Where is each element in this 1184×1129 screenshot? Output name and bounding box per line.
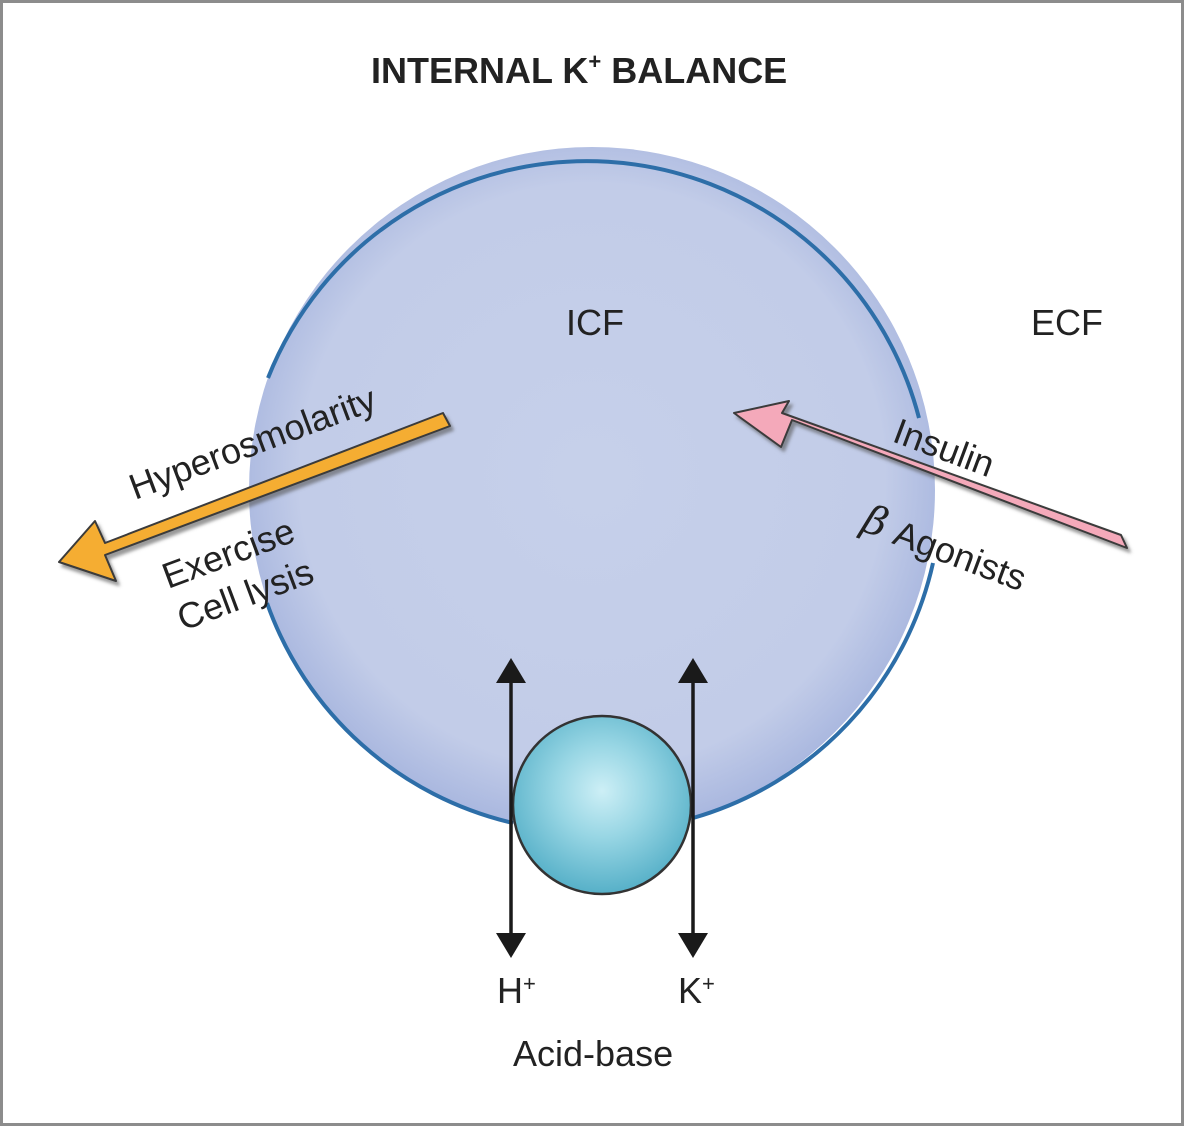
cell-membrane-right bbox=[692, 562, 935, 820]
icf-label: ICF bbox=[566, 302, 624, 343]
exchanger-sphere bbox=[511, 714, 693, 896]
k-arrow-head-down bbox=[678, 933, 708, 958]
k-ion-label: K+ bbox=[678, 970, 715, 1011]
ecf-label: ECF bbox=[1031, 302, 1103, 343]
acid-base-label: Acid-base bbox=[513, 1033, 673, 1074]
cell-membrane-top bbox=[266, 159, 921, 419]
cell-membrane-left bbox=[265, 602, 514, 825]
diagram-title: INTERNAL K+ BALANCE bbox=[371, 49, 787, 91]
inward-arrow bbox=[733, 400, 1128, 549]
cell-body bbox=[249, 147, 935, 833]
outward-arrow bbox=[58, 412, 451, 582]
diagram-canvas: INTERNAL K+ BALANCE ICF ECF Hyperosmolar… bbox=[58, 49, 1128, 1074]
h-arrow-head-up bbox=[496, 658, 526, 683]
h-ion-label: H+ bbox=[497, 970, 536, 1011]
k-arrow-head-up bbox=[678, 658, 708, 683]
h-arrow-head-down bbox=[496, 933, 526, 958]
